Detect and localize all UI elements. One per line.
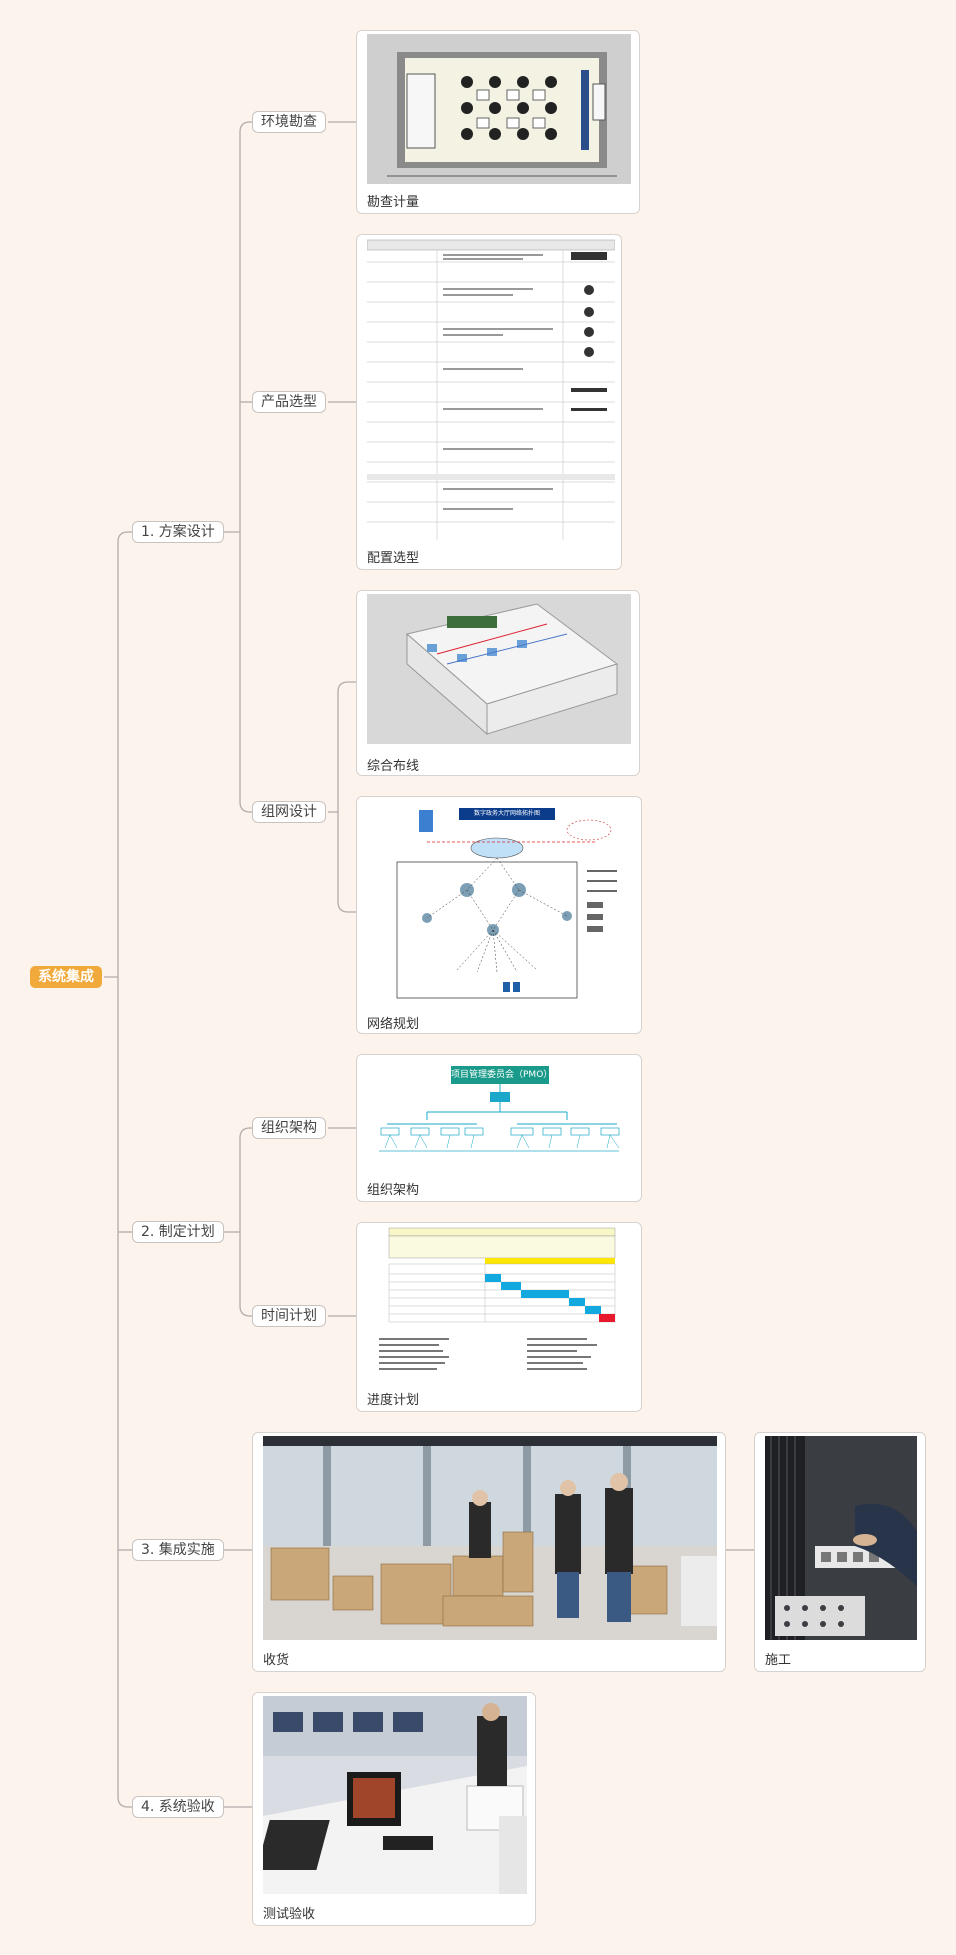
receiving-photo-icon: [263, 1436, 717, 1640]
topology-title: 数字政务大厅网络拓扑图: [459, 808, 555, 820]
room-3d-icon: [367, 594, 631, 744]
card-caption: 配置选型: [367, 551, 420, 566]
card-survey-measurement[interactable]: 勘查计量: [356, 30, 640, 214]
card-caption: 收货: [263, 1653, 290, 1668]
root-node[interactable]: 系统集成: [30, 966, 102, 988]
branch-acceptance[interactable]: 4. 系统验收: [132, 1796, 224, 1818]
card-construction[interactable]: 施工: [754, 1432, 926, 1672]
gantt-chart-icon: [367, 1226, 633, 1388]
construction-photo-icon: [765, 1436, 917, 1640]
card-config-selection[interactable]: 配置选型: [356, 234, 622, 570]
card-cabling[interactable]: 综合布线: [356, 590, 640, 776]
card-testing[interactable]: 测试验收: [252, 1692, 536, 1926]
subnode-network-design[interactable]: 组网设计: [252, 801, 326, 823]
subnode-product-selection[interactable]: 产品选型: [252, 391, 326, 413]
org-chart-top-box: 项目管理委员会（PMO）: [451, 1066, 549, 1084]
network-topology-icon: 数字政务大厅网络拓扑图: [367, 800, 633, 1005]
card-caption: 勘查计量: [367, 195, 420, 210]
card-caption: 测试验收: [263, 1907, 316, 1922]
card-caption: 进度计划: [367, 1393, 420, 1408]
subnode-site-survey[interactable]: 环境勘查: [252, 111, 326, 133]
subnode-time-plan[interactable]: 时间计划: [252, 1305, 326, 1327]
subnode-org-structure[interactable]: 组织架构: [252, 1117, 326, 1139]
card-caption: 组织架构: [367, 1183, 420, 1198]
card-receiving[interactable]: 收货: [252, 1432, 726, 1672]
card-caption: 施工: [765, 1653, 792, 1668]
card-network-plan[interactable]: 数字政务大厅网络拓扑图 网络规划: [356, 796, 642, 1034]
floor-plan-icon: [367, 34, 631, 184]
card-schedule[interactable]: 进度计划: [356, 1222, 642, 1412]
spec-table-icon: [367, 238, 615, 540]
testing-photo-icon: [263, 1696, 527, 1894]
card-caption: 网络规划: [367, 1017, 420, 1032]
org-chart-icon: 项目管理委员会（PMO）: [367, 1058, 633, 1174]
branch-integration[interactable]: 3. 集成实施: [132, 1539, 224, 1561]
card-org-structure[interactable]: 项目管理委员会（PMO）: [356, 1054, 642, 1202]
branch-make-plan[interactable]: 2. 制定计划: [132, 1221, 224, 1243]
branch-solution-design[interactable]: 1. 方案设计: [132, 521, 224, 543]
card-caption: 综合布线: [367, 759, 420, 774]
